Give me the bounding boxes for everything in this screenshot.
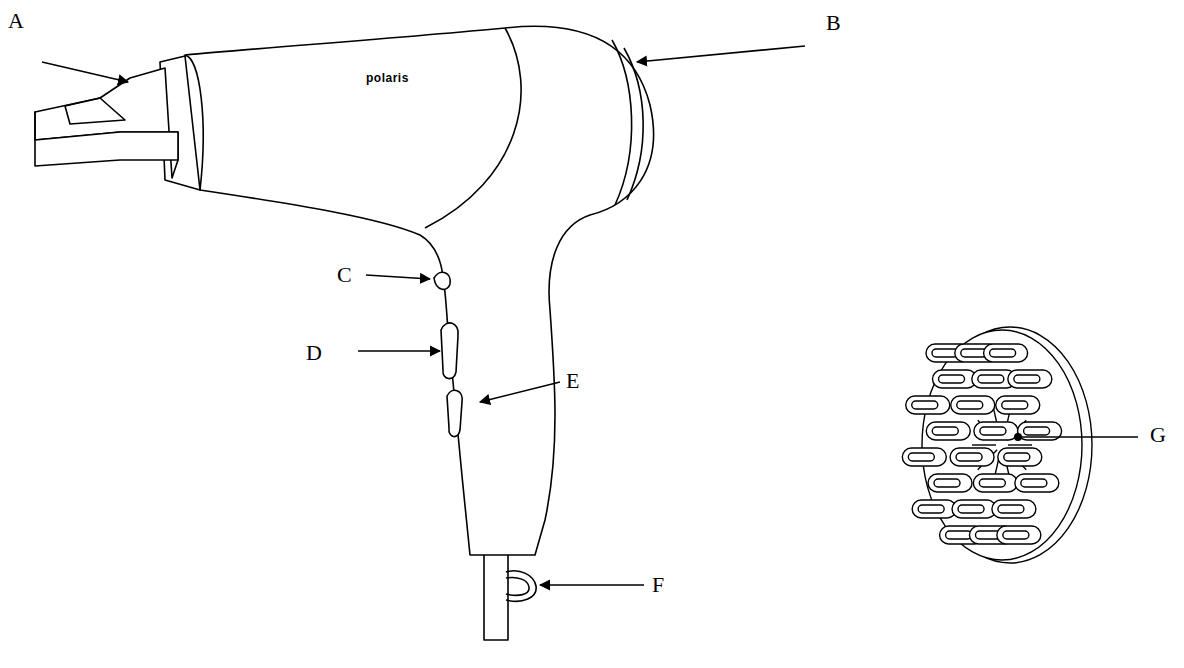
concentrator-nozzle xyxy=(35,68,178,178)
diffuser-slot xyxy=(972,444,996,445)
finger-body xyxy=(902,448,946,466)
cool-shot-button xyxy=(434,272,450,289)
concentrator-face xyxy=(65,98,125,124)
diffuser-finger xyxy=(998,448,1042,466)
finger-slot xyxy=(957,401,983,409)
finger-body xyxy=(906,396,950,414)
heat-switch xyxy=(441,323,458,379)
diffuser-finger xyxy=(906,396,950,414)
finger-slot xyxy=(1024,427,1050,435)
finger-body xyxy=(952,500,996,518)
diffuser-finger xyxy=(984,344,1028,362)
concentrator-lip xyxy=(35,112,178,166)
diffuser-finger xyxy=(996,396,1040,414)
finger-slot xyxy=(958,505,984,513)
finger-slot xyxy=(918,505,944,513)
diffuser xyxy=(902,327,1092,563)
diffuser-plate xyxy=(922,330,1082,560)
finger-body xyxy=(928,474,972,492)
finger-slot xyxy=(1003,531,1029,539)
diffuser-finger xyxy=(973,474,1017,492)
diffuser-finger xyxy=(926,422,970,440)
leader-arrow xyxy=(637,46,805,62)
callout-letter: G xyxy=(1150,424,1166,446)
finger-body xyxy=(912,500,956,518)
finger-slot xyxy=(978,375,1004,383)
finger-body xyxy=(1008,370,1052,388)
leader-arrow xyxy=(42,62,128,82)
diffuser-finger xyxy=(952,500,996,518)
brand-logo: polaris xyxy=(366,72,409,84)
finger-body xyxy=(992,500,1036,518)
hanging-loop xyxy=(506,571,536,601)
finger-slot xyxy=(1002,401,1028,409)
finger-slot xyxy=(1014,375,1040,383)
diffuser-finger xyxy=(951,396,995,414)
diffuser-finger xyxy=(912,500,956,518)
diffuser-finger xyxy=(997,526,1041,544)
finger-body xyxy=(996,396,1040,414)
callout-letter: F xyxy=(652,574,664,596)
diffuser-finger xyxy=(974,422,1018,440)
hanging-loop-inner xyxy=(506,577,529,595)
leader-arrow xyxy=(366,275,430,279)
diffuser-finger xyxy=(902,448,946,466)
finger-body xyxy=(1015,474,1059,492)
dryer-body xyxy=(183,26,653,555)
finger-body xyxy=(984,344,1028,362)
finger-slot xyxy=(939,375,965,383)
finger-body xyxy=(973,474,1017,492)
speed-switch xyxy=(447,390,462,436)
leader-arrow xyxy=(540,584,644,586)
callout-letter: B xyxy=(826,12,841,34)
leader-line xyxy=(1018,436,1138,438)
finger-slot xyxy=(934,479,960,487)
diffuser-finger xyxy=(950,448,994,466)
diffuser-slot xyxy=(1008,444,1032,445)
finger-slot xyxy=(980,427,1006,435)
rear-ring xyxy=(624,48,643,200)
finger-body xyxy=(997,526,1041,544)
finger-slot xyxy=(908,453,934,461)
finger-slot xyxy=(979,479,1005,487)
diffuser-finger xyxy=(928,474,972,492)
finger-slot xyxy=(1004,453,1030,461)
finger-slot xyxy=(946,531,972,539)
finger-slot xyxy=(990,349,1016,357)
leader-dot xyxy=(1014,433,1022,441)
leader-arrow xyxy=(358,350,440,352)
finger-body xyxy=(974,422,1018,440)
callout-letter: E xyxy=(566,370,579,392)
callout-letter: C xyxy=(337,264,352,286)
finger-slot xyxy=(912,401,938,409)
diffuser-finger xyxy=(992,500,1036,518)
diffuser-finger xyxy=(933,370,977,388)
finger-body xyxy=(998,448,1042,466)
finger-body xyxy=(926,422,970,440)
finger-body xyxy=(933,370,977,388)
finger-slot xyxy=(998,505,1024,513)
rear-ring xyxy=(612,40,632,205)
callout-letter: A xyxy=(8,10,24,32)
leader-arrow xyxy=(480,382,560,402)
diffuser-finger xyxy=(1015,474,1059,492)
finger-body xyxy=(950,448,994,466)
finger-slot xyxy=(1021,479,1047,487)
finger-slot xyxy=(932,427,958,435)
finger-body xyxy=(951,396,995,414)
diffuser-finger xyxy=(1008,370,1052,388)
finger-slot xyxy=(956,453,982,461)
callout-letter: D xyxy=(306,342,322,364)
body-seam xyxy=(425,28,521,228)
